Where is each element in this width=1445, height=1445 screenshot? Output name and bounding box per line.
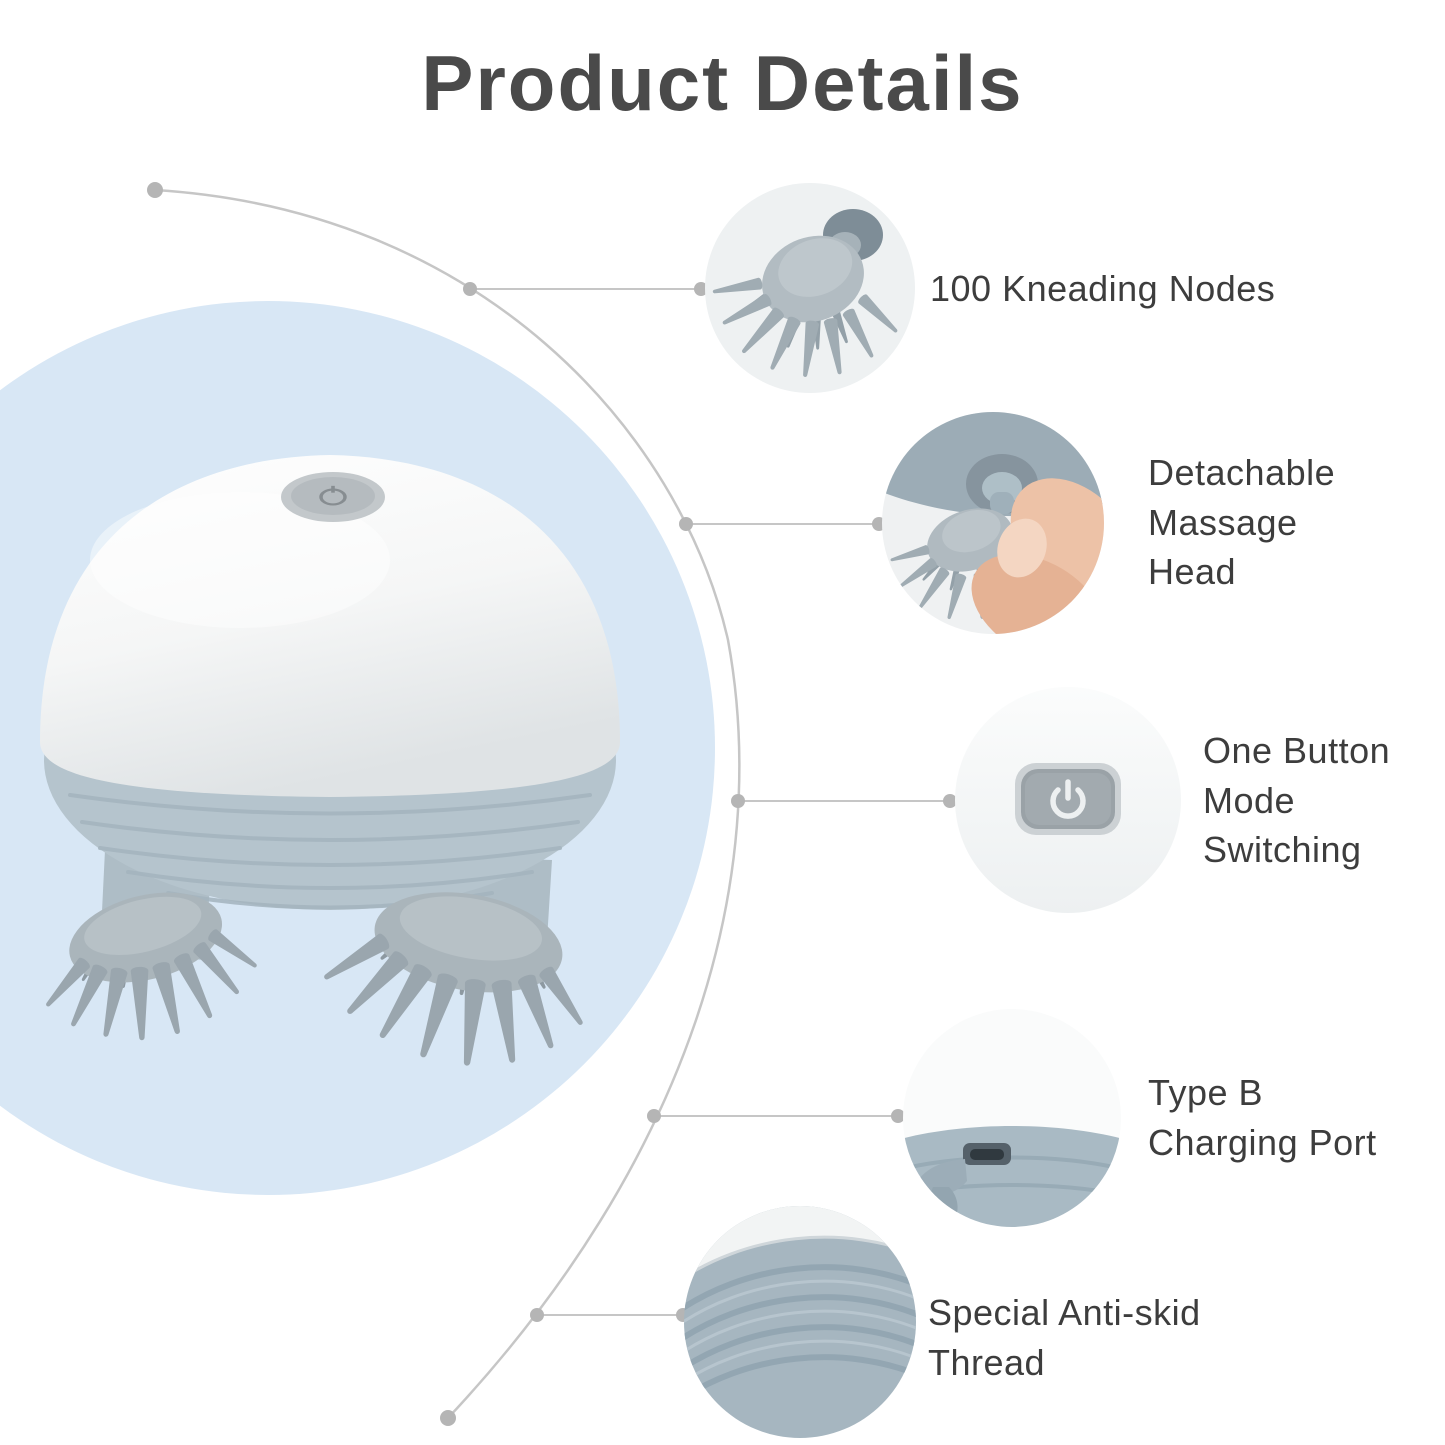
- callout-label-mode-switching: One Button Mode Switching: [1203, 730, 1391, 871]
- detachable-head-closeup: [882, 412, 1104, 634]
- callout-image-kneading-nodes: [705, 183, 915, 393]
- callout-image-detachable-head: [882, 412, 1104, 634]
- power-icon: [1050, 779, 1086, 819]
- charging-port-closeup: [903, 1009, 1121, 1227]
- spiky-head: [711, 235, 902, 378]
- page-title: Product Details: [421, 39, 1024, 127]
- anti-skid-thread-closeup: [684, 1206, 916, 1438]
- massage-head-left: [41, 892, 261, 1041]
- callout-label-detachable-head: Detachable Massage Head: [1148, 452, 1336, 593]
- callout-label-kneading-nodes: 100 Kneading Nodes: [930, 268, 1276, 309]
- product-image-scalp-massager: [40, 455, 620, 1067]
- callout-image-mode-button: [955, 687, 1181, 913]
- device-dome: [40, 455, 620, 797]
- power-icon: [319, 485, 347, 506]
- massage-head-right: [319, 892, 589, 1067]
- callout-label-anti-skid-thread: Special Anti-skid Thread: [928, 1292, 1201, 1383]
- fingers: [971, 478, 1104, 634]
- power-button: [281, 472, 385, 522]
- callout-image-anti-skid-thread: [684, 1206, 916, 1438]
- mode-button-closeup: [955, 687, 1181, 913]
- kneading-nodes-closeup: [705, 183, 915, 393]
- callout-connectors: [470, 288, 950, 1316]
- detached-spiky-head: [889, 508, 1042, 621]
- callout-label-charging-port: Type B Charging Port: [1148, 1072, 1377, 1163]
- callout-image-charging-port: [903, 1009, 1121, 1227]
- callout-arc: [154, 188, 741, 1419]
